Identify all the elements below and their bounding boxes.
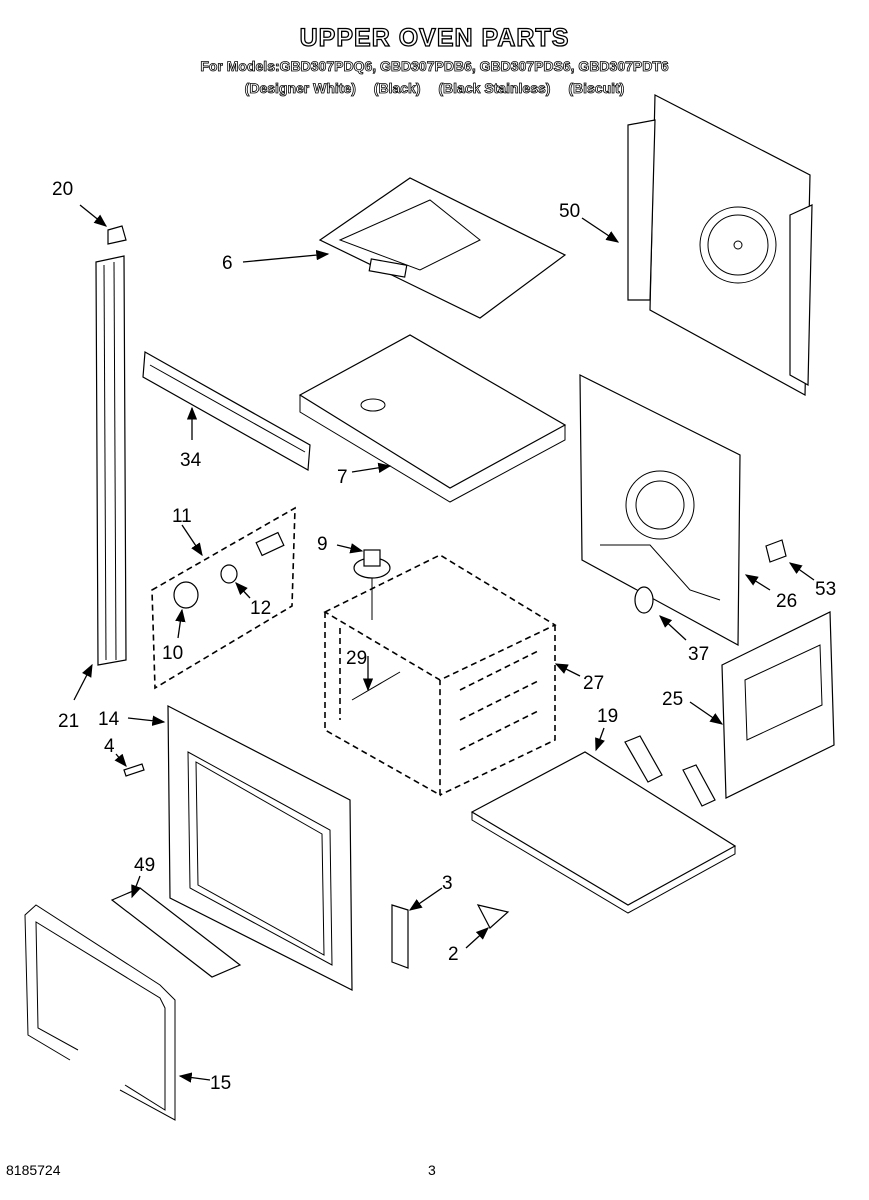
callout-15: 15: [210, 1073, 231, 1094]
callout-2: 2: [448, 944, 459, 965]
callout-14: 14: [98, 709, 120, 730]
finish-biscuit: (Biscuit): [568, 80, 625, 97]
callout-10: 10: [162, 643, 183, 664]
part-26-fan-cover: [579, 374, 741, 647]
finish-black-stainless: (Black Stainless): [438, 80, 551, 97]
callout-4: 4: [104, 736, 115, 757]
callout-numbers: 20 6 50 34 7 11 9 12 10 29 27 26 53 37 2…: [52, 179, 836, 1094]
callout-49: 49: [134, 855, 155, 876]
part-27-oven-liner: [323, 554, 557, 797]
callout-34: 34: [180, 450, 202, 471]
part-34-vent-trim: [142, 351, 311, 471]
part-15-door-gasket: [24, 904, 176, 1121]
callout-25: 25: [662, 689, 683, 710]
callout-20: 20: [52, 179, 73, 200]
part-6-top-cover: [318, 177, 567, 319]
part-3-bracket: [391, 904, 409, 969]
part-11-socket: [255, 531, 285, 557]
part-9-fan-hub: [353, 549, 391, 620]
callout-leaders: [73, 204, 815, 1083]
document-number: 8185724: [6, 1162, 61, 1178]
model-list: For Models:GBD307PDQ6, GBD307PDB6, GBD30…: [200, 58, 669, 75]
part-49-vent-duct: [110, 887, 242, 978]
finish-list: (Designer White) (Black) (Black Stainles…: [0, 80, 869, 97]
callout-12: 12: [250, 598, 271, 619]
part-10-lens: [173, 581, 199, 609]
part-37-thermal-fuse: [634, 586, 654, 614]
part-25-side-shield: [721, 611, 835, 799]
callout-50: 50: [559, 201, 580, 222]
part-53-clip: [765, 539, 787, 563]
callout-3: 3: [442, 873, 453, 894]
part-11-light-assembly-outline: [151, 506, 296, 690]
part-14-front-frame: [167, 705, 353, 991]
part-29-sensor: [351, 671, 401, 701]
callout-29: 29: [346, 648, 367, 669]
callout-7: 7: [337, 467, 348, 488]
page-title: UPPER OVEN PARTS: [299, 23, 570, 52]
finish-black: (Black): [373, 80, 421, 97]
callout-27: 27: [583, 673, 604, 694]
callout-26: 26: [776, 591, 797, 612]
part-50-rear-panel: [627, 94, 813, 397]
callout-19: 19: [597, 706, 618, 727]
callout-37: 37: [688, 644, 709, 665]
part-19-bottom-panel: [470, 735, 737, 914]
part-2-small-bracket: [476, 904, 510, 929]
part-20-corner-cap: [107, 225, 127, 245]
part-4-screw: [123, 763, 145, 777]
callout-21: 21: [58, 711, 79, 732]
part-21-side-trim: [95, 255, 127, 666]
finish-designer-white: (Designer White): [244, 80, 356, 97]
callout-9: 9: [317, 534, 328, 555]
callout-53: 53: [815, 579, 836, 600]
page-number: 3: [428, 1162, 436, 1178]
part-12-bulb: [220, 564, 238, 584]
part-7-top-panel: [298, 334, 567, 503]
callout-6: 6: [222, 253, 233, 274]
callout-11: 11: [172, 506, 192, 527]
